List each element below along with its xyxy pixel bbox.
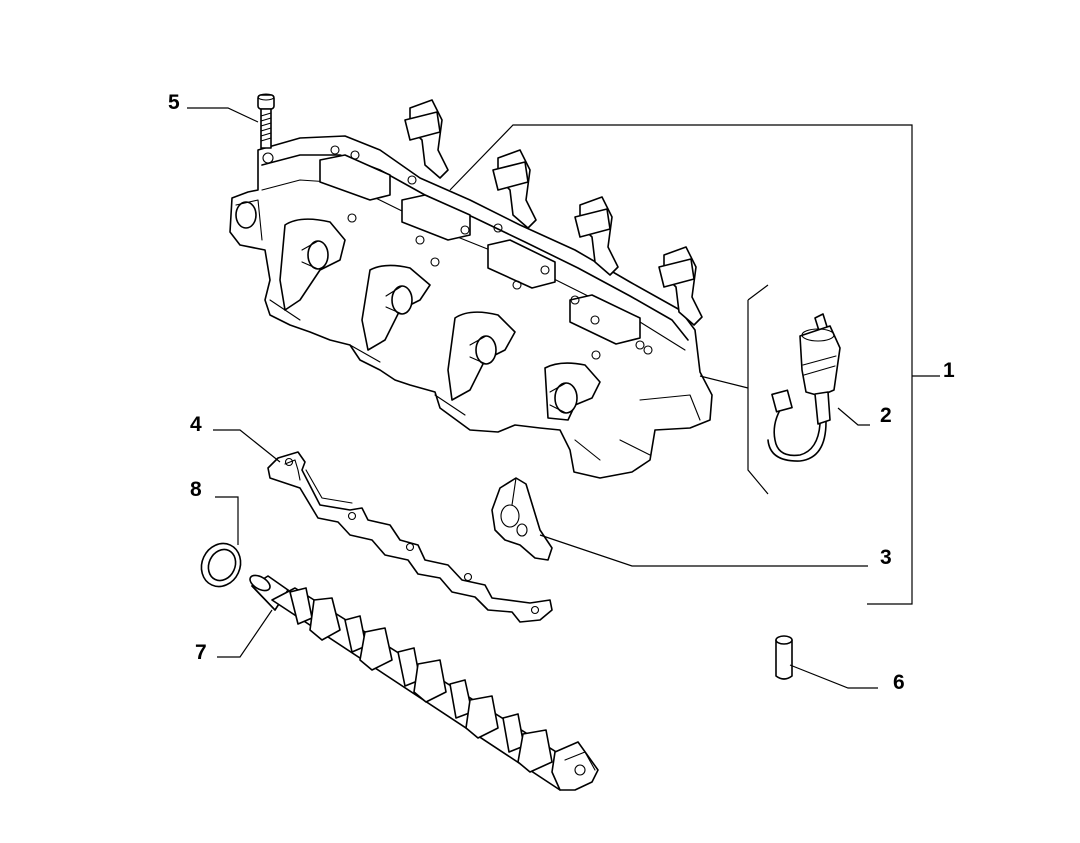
callout-5: 5	[168, 91, 180, 114]
callout-labels: 1 2 3 4 5 6 7 8	[168, 91, 955, 694]
callout-6: 6	[893, 671, 905, 694]
callout-3: 3	[880, 546, 892, 569]
part-bolt	[257, 93, 275, 149]
callout-8: 8	[190, 478, 202, 501]
leader-lines	[187, 107, 940, 689]
part-dowel-pin	[775, 635, 793, 680]
callout-1: 1	[943, 359, 955, 382]
part-gasket	[267, 451, 553, 623]
callout-4: 4	[190, 413, 202, 436]
part-camshaft	[249, 574, 599, 791]
part-cylinder-head	[229, 99, 713, 479]
part-seal-ring	[200, 542, 242, 588]
coil-connectors	[404, 99, 703, 326]
part-sensor	[767, 313, 841, 462]
part-bracket	[491, 477, 553, 561]
callout-2: 2	[880, 404, 892, 427]
callout-7: 7	[195, 641, 207, 664]
